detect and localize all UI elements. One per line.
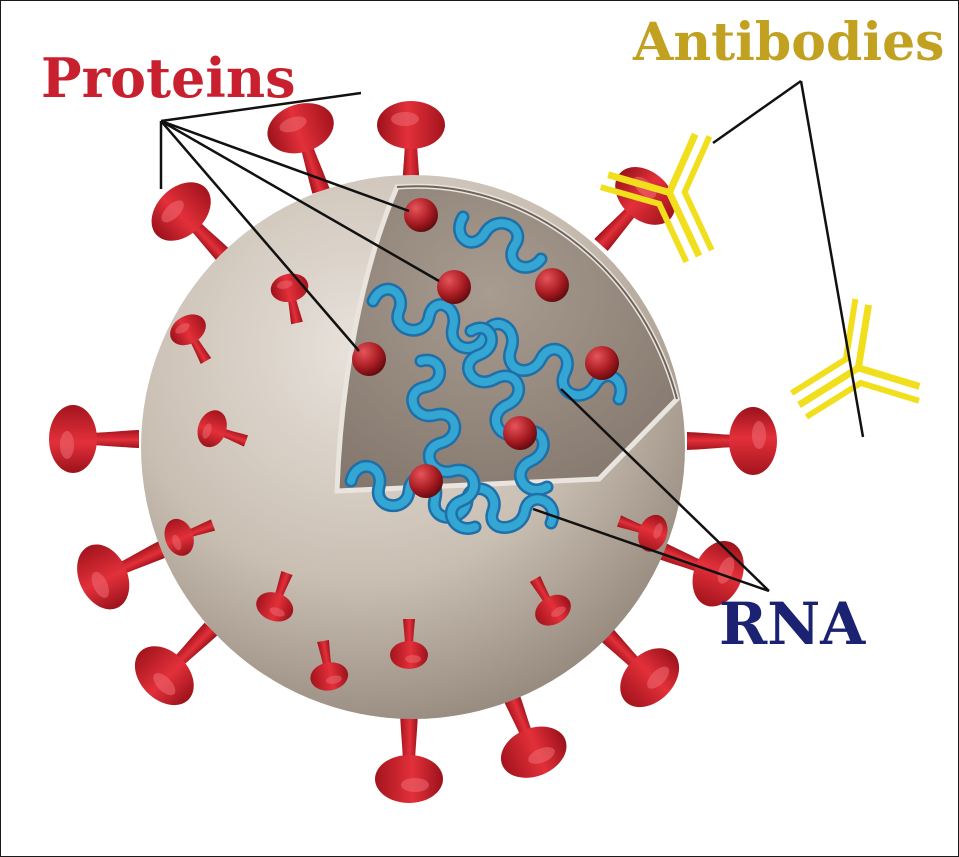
proteins-label: Proteins xyxy=(41,46,296,110)
antibodies-label: Antibodies xyxy=(633,12,945,73)
rna-strand xyxy=(344,210,628,535)
leader-lines xyxy=(159,79,865,593)
rna-label: RNA xyxy=(719,590,866,658)
inner-protein-spheres xyxy=(352,198,619,498)
